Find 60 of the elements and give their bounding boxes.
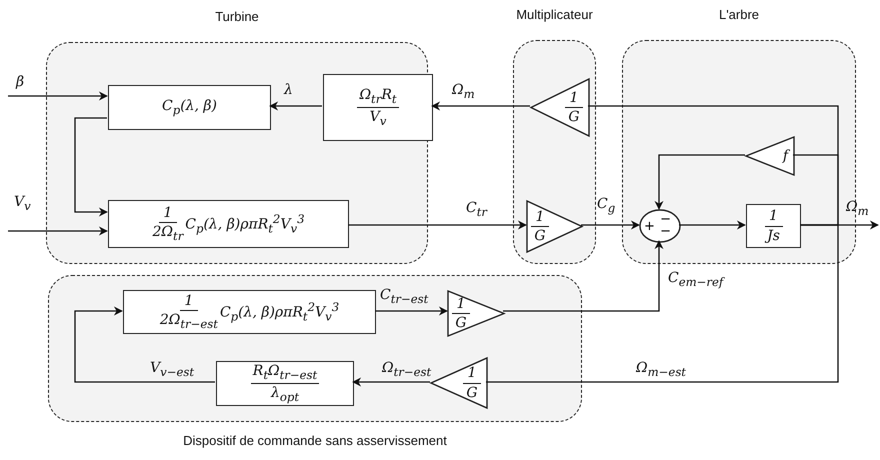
edge-label: Ω$_{tr−est}$ <box>382 360 432 379</box>
formula-text: f <box>782 148 788 164</box>
block-box <box>108 85 271 130</box>
group-title: L'arbre <box>718 7 760 22</box>
arrow <box>352 378 430 386</box>
formula-text: R$_{t}$Ω$_{tr−est}$ <box>250 362 320 384</box>
formula-text: C$_{p}$(λ, β) <box>162 98 217 118</box>
arrow <box>269 102 322 110</box>
arrow <box>74 117 108 216</box>
formula-text: 1 <box>565 90 583 108</box>
edge-label: Ω$_{m}$ <box>846 199 869 218</box>
arrow <box>348 220 527 230</box>
edge-label: V$_{v−est}$ <box>150 360 194 379</box>
arrow <box>8 226 108 236</box>
edge-label: Ω$_{m−est}$ <box>636 360 686 379</box>
formula-text: 1 <box>180 292 198 311</box>
arrow <box>503 240 664 312</box>
sign-label: − <box>660 213 671 226</box>
formula-text: 1 <box>158 204 177 223</box>
formula-text: G <box>455 314 467 332</box>
edge-label: V$_{v}$ <box>14 194 31 213</box>
connector-line <box>793 154 839 226</box>
edge-label: β <box>16 74 24 90</box>
transfer-block <box>108 200 349 248</box>
formula-text: 1 <box>531 208 549 227</box>
arrow <box>74 306 215 383</box>
formula-text: 1 <box>764 208 782 226</box>
formula-text: V$_{v}$ <box>370 108 386 128</box>
transfer-block <box>123 290 376 334</box>
formula-text: 2Ω$_{tr}$ <box>152 222 184 244</box>
edge-label: λ <box>284 82 293 98</box>
transfer-block <box>323 74 433 141</box>
formula-text: Js <box>767 226 780 244</box>
formula-text: G <box>466 384 478 401</box>
formula-text: G <box>568 108 580 126</box>
arrow <box>375 306 448 316</box>
sign-label: + <box>644 220 655 233</box>
formula-text: Ω$_{tr}$R$_{t}$ <box>357 86 399 108</box>
transfer-block <box>216 361 354 406</box>
formula-text: G <box>534 227 546 244</box>
edge-label: Ω$_{m}$ <box>452 82 475 101</box>
arrow <box>679 220 746 230</box>
formula-text: 1 <box>463 365 481 384</box>
arrow <box>431 102 530 110</box>
transfer-block <box>746 204 801 248</box>
arrow <box>654 154 745 210</box>
formula-text: 2Ω$_{tr−est}$ <box>160 310 218 332</box>
edge-label: C$_{g}$ <box>597 196 616 215</box>
edge-label: C$_{em−ref}$ <box>668 270 724 289</box>
connector-line <box>486 224 839 383</box>
arrow <box>581 220 640 230</box>
edge-label: C$_{tr−est}$ <box>380 287 428 306</box>
arrow <box>8 92 108 100</box>
group-title: Dispositif de commande sans asservissement <box>183 433 447 448</box>
group-title: Multiplicateur <box>516 7 593 22</box>
formula-text: λ$_{opt}$ <box>270 384 300 404</box>
group-title: Turbine <box>215 9 259 24</box>
edge-label: C$_{tr}$ <box>466 200 487 219</box>
sign-label: − <box>660 225 671 238</box>
formula-text: 1 <box>452 296 470 314</box>
